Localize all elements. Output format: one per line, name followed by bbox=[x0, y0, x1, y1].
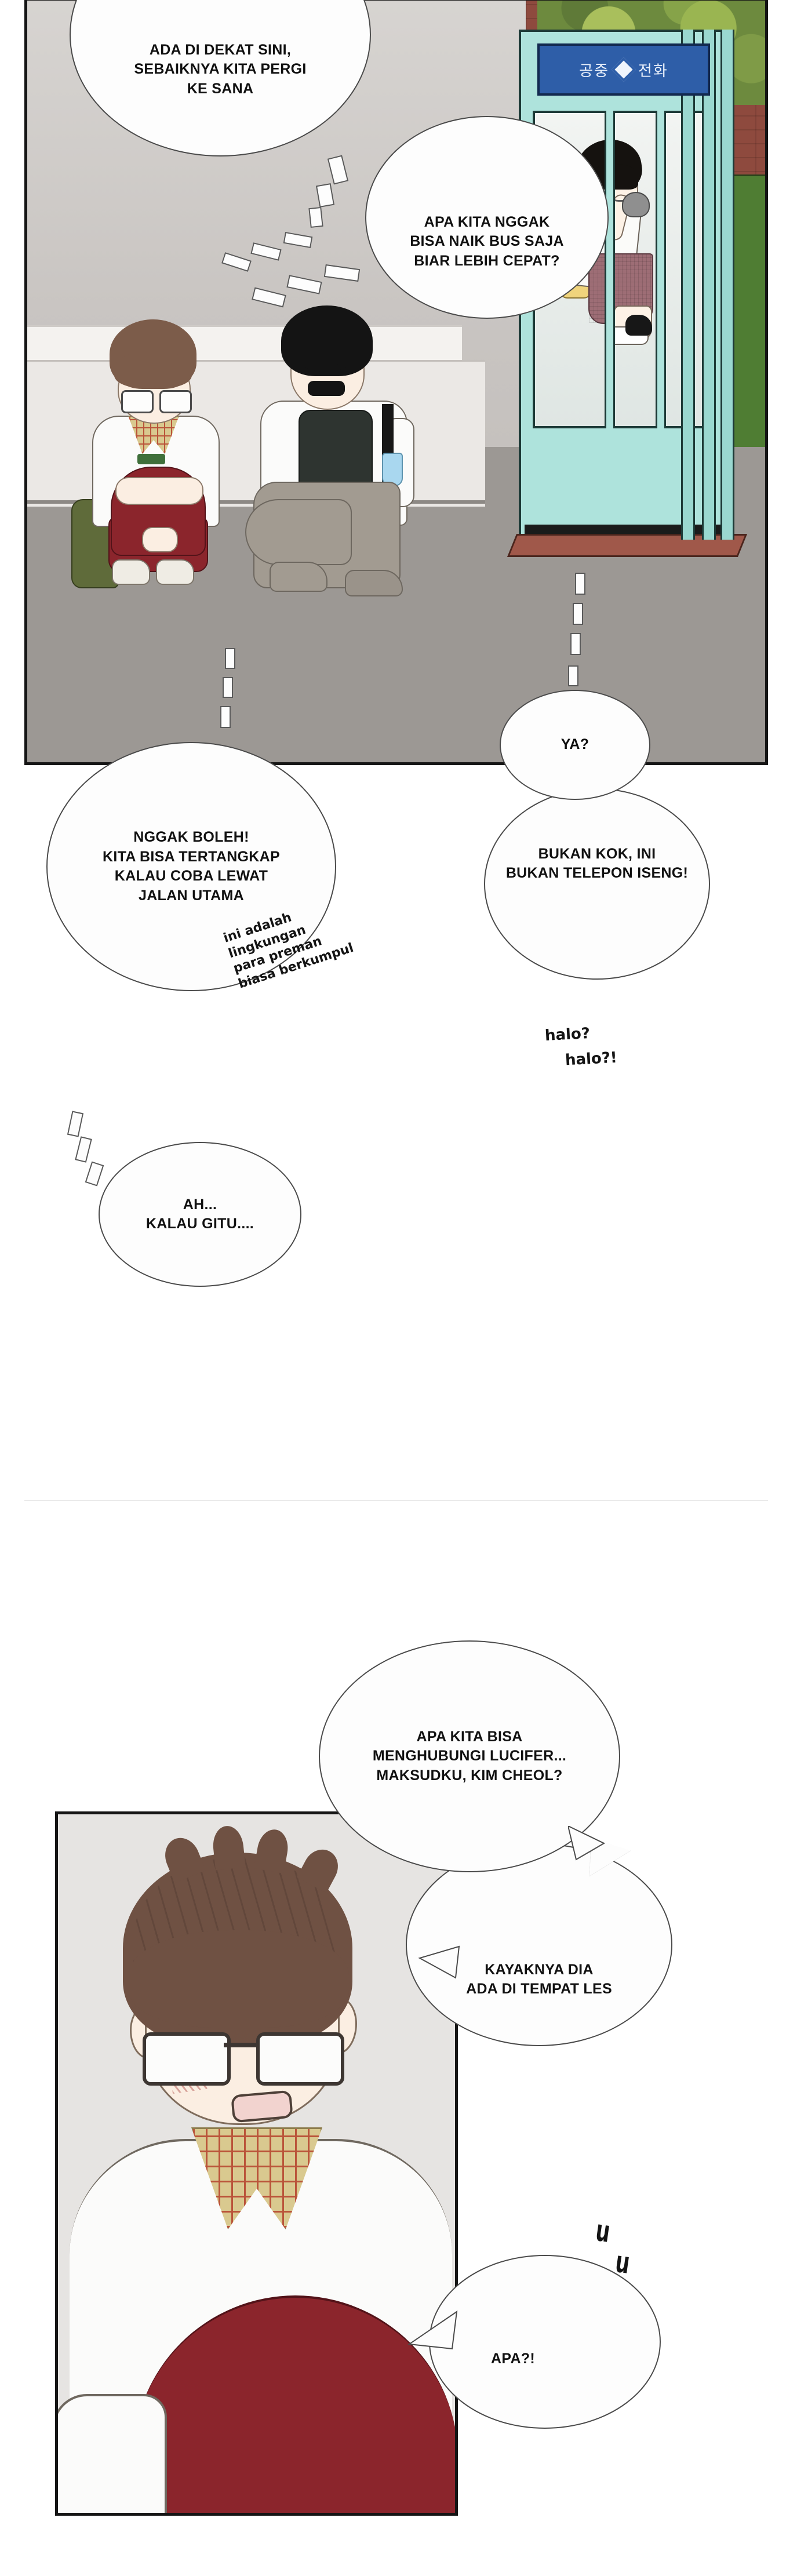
glasses-icon bbox=[121, 390, 192, 413]
speech-bubble-9: APA?! bbox=[429, 2255, 661, 2429]
shock-mark-1: u bbox=[593, 2213, 613, 2250]
boy-glasses-shoe bbox=[156, 559, 194, 585]
character-boy-angry bbox=[245, 305, 468, 598]
speech-bubble-1-text: ADA DI DEKAT SINI, SEBAIKNYA KITA PERGI … bbox=[134, 41, 307, 97]
closeup-open-mouth bbox=[231, 2090, 293, 2123]
speech-bubble-8-text: KAYAKNYA DIA ADA DI TEMPAT LES bbox=[466, 1961, 612, 1998]
speech-bubble-3-text: YA? bbox=[561, 736, 589, 753]
speech-bubble-9-tail bbox=[406, 2307, 458, 2359]
speech-bubble-7-tail-outline bbox=[567, 1825, 606, 1864]
speech-bubble-6-text: AH... KALAU GITU.... bbox=[145, 1196, 254, 1232]
phone-booth: 공중 전화 bbox=[507, 1, 751, 574]
speech-bubble-8-tail bbox=[414, 1944, 460, 1985]
boy-glasses-arm bbox=[115, 477, 203, 505]
boy-angry-id-tag bbox=[382, 453, 403, 486]
boy-glasses-fringe bbox=[114, 351, 192, 388]
booth-sign: 공중 전화 bbox=[537, 43, 710, 96]
closeup-arm bbox=[58, 2394, 167, 2513]
speech-bubble-5-text: NGGAK BOLEH! KITA BISA TERTANGKAP KALAU … bbox=[103, 829, 280, 904]
section-divider bbox=[24, 1500, 768, 1501]
speech-bubble-3: YA? bbox=[500, 690, 650, 800]
booth-frame bbox=[681, 30, 695, 540]
speech-bubble-4-text: BUKAN KOK, INI BUKAN TELEPON ISENG! bbox=[505, 845, 689, 882]
speech-bubble-9-text: APA?! bbox=[490, 2351, 536, 2367]
boy-angry-shoe bbox=[270, 562, 327, 592]
speech-bubble-5: NGGAK BOLEH! KITA BISA TERTANGKAP KALAU … bbox=[46, 742, 336, 991]
speech-bubble-7-text: APA KITA BISA MENGHUBUNGI LUCIFER... MAK… bbox=[372, 1728, 567, 1784]
shock-mark-2: u bbox=[613, 2244, 632, 2282]
glasses-icon bbox=[143, 2028, 344, 2086]
boy-angry-shoe bbox=[345, 570, 403, 596]
section-gap bbox=[0, 1356, 797, 1658]
girl-shoe bbox=[625, 315, 652, 336]
booth-frame bbox=[720, 30, 734, 540]
booth-mullion bbox=[605, 111, 615, 428]
handwritten-halo-1: halo? bbox=[544, 1024, 591, 1045]
booth-sign-right-text: 전화 bbox=[638, 62, 668, 80]
booth-sign-left-text: 공중 bbox=[579, 62, 609, 80]
comic-panel-bottom bbox=[55, 1811, 458, 2516]
speech-bubble-6: AH... KALAU GITU.... bbox=[99, 1142, 301, 1287]
speech-bubble-2-text: APA KITA NGGAK BISA NAIK BUS SAJA BIAR L… bbox=[410, 213, 564, 269]
diamond-logo-icon bbox=[611, 57, 636, 82]
speech-bubble-7: APA KITA BISA MENGHUBUNGI LUCIFER... MAK… bbox=[319, 1640, 620, 1872]
boy-angry-open-mouth bbox=[308, 381, 345, 396]
character-boy-glasses bbox=[68, 319, 242, 592]
phone-handset-icon bbox=[622, 192, 650, 217]
boy-angry-leg bbox=[245, 499, 352, 565]
booth-frame bbox=[702, 30, 716, 540]
closeup-fringe bbox=[129, 1930, 349, 2028]
speech-bubble-8: KAYAKNYA DIA ADA DI TEMPAT LES bbox=[406, 1843, 672, 2046]
closeup-scene bbox=[58, 1814, 455, 2513]
handwritten-halo-2: halo?! bbox=[565, 1049, 618, 1069]
boy-angry-hair bbox=[281, 305, 373, 376]
boy-glasses-hand bbox=[142, 527, 178, 552]
booth-mullion bbox=[656, 111, 666, 428]
speech-bubble-4: BUKAN KOK, INI BUKAN TELEPON ISENG! bbox=[484, 788, 710, 980]
boy-glasses-name-badge bbox=[137, 454, 165, 464]
speech-bubble-2: APA KITA NGGAK BISA NAIK BUS SAJA BIAR L… bbox=[365, 116, 609, 319]
boy-glasses-shoe bbox=[112, 559, 150, 585]
